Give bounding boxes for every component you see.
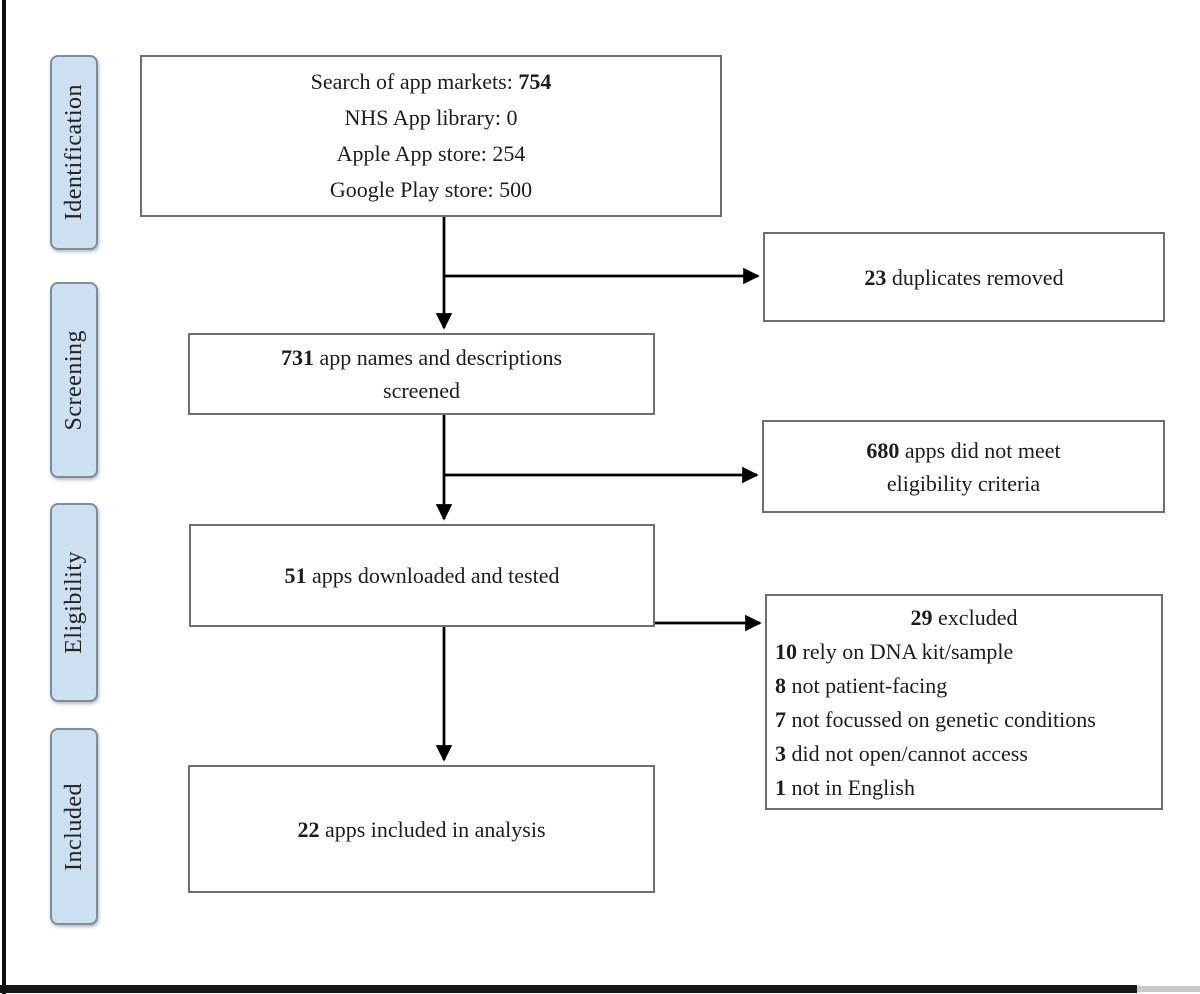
flow-box-included-in-analysis: 22 apps included in analysis [188, 765, 655, 893]
bottom-progress-bar [0, 985, 1137, 993]
left-border-line [2, 0, 6, 994]
stage-label-included: Included [60, 782, 87, 871]
side-box-duplicates-removed: 23 duplicates removed [763, 232, 1165, 322]
stage-label-eligibility: Eligibility [60, 551, 87, 654]
bottom-progress-bar-tail [1137, 986, 1200, 992]
stage-box-eligibility: Eligibility [50, 503, 98, 702]
flow-box-downloaded-tested: 51 apps downloaded and tested [189, 524, 655, 627]
stage-box-screening: Screening [50, 282, 98, 478]
stage-box-identification: Identification [50, 55, 98, 250]
stage-label-screening: Screening [60, 329, 87, 431]
stage-box-included: Included [50, 728, 98, 925]
stage-label-identification: Identification [60, 84, 87, 221]
